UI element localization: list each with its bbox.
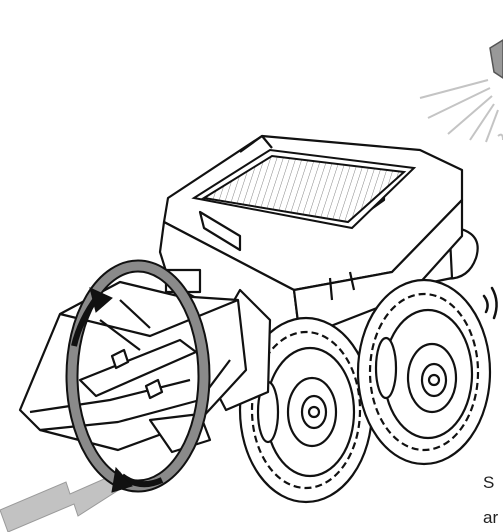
sun-icon: [420, 40, 503, 142]
sound-waves-icon: [484, 288, 497, 318]
caption-line-2: ar: [483, 507, 498, 529]
rear-wheel: [358, 280, 490, 464]
caption-line-1: S: [483, 472, 494, 494]
